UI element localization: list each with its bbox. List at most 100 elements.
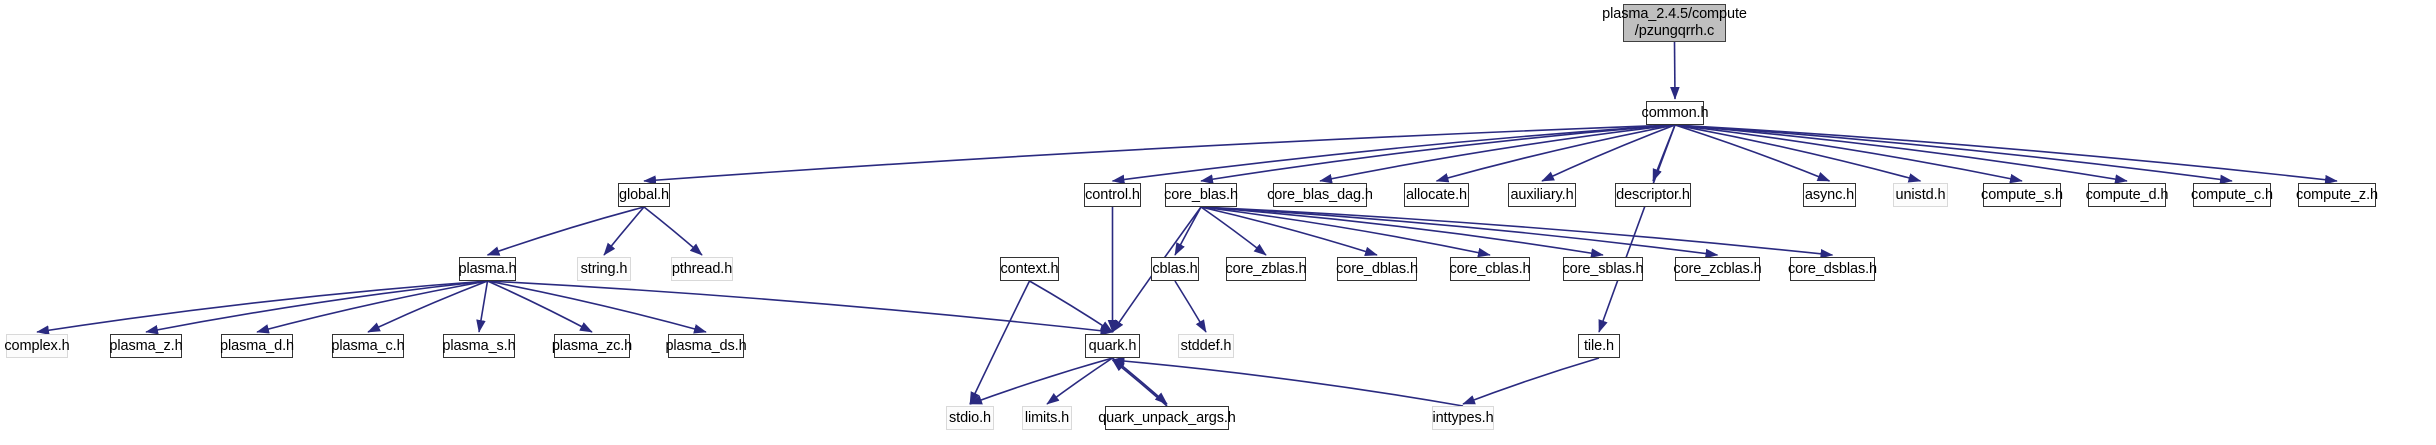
graph-node-complex[interactable]: complex.h	[4, 334, 70, 358]
graph-node-label: pthread.h	[671, 260, 733, 277]
graph-node-label: global.h	[619, 186, 669, 203]
graph-edge	[643, 124, 1676, 185]
graph-node-compute_d[interactable]: compute_d.h	[2085, 183, 2169, 207]
graph-node-common[interactable]: common.h	[1642, 101, 1709, 125]
graph-node-limits[interactable]: limits.h	[1022, 406, 1072, 430]
graph-edge	[1200, 206, 1604, 258]
graph-edge	[486, 206, 645, 256]
graph-edge	[1111, 359, 1168, 407]
graph-node-compute_s[interactable]: compute_s.h	[1981, 183, 2063, 207]
graph-node-label: quark_unpack_args.h	[1098, 409, 1236, 426]
graph-edge	[603, 206, 645, 256]
graph-node-plasma_s[interactable]: plasma_s.h	[442, 334, 516, 358]
graph-node-label: descriptor.h	[1616, 186, 1690, 203]
graph-node-plasma_c[interactable]: plasma_c.h	[331, 334, 405, 358]
graph-node-cblas[interactable]: cblas.h	[1151, 257, 1199, 281]
graph-node-label: plasma_z.h	[109, 337, 183, 354]
graph-node-label: core_zcblas.h	[1673, 260, 1762, 277]
graph-node-core_zcblas[interactable]: core_zcblas.h	[1673, 257, 1762, 281]
graph-edge	[1200, 206, 1834, 259]
graph-node-label: plasma_s.h	[442, 337, 516, 354]
graph-node-plasma_d[interactable]: plasma_d.h	[220, 334, 294, 358]
graph-node-core_blas[interactable]: core_blas.h	[1164, 183, 1238, 207]
graph-node-pthread[interactable]: pthread.h	[671, 257, 733, 281]
graph-node-root[interactable]: plasma_2.4.5/compute /pzungqrrh.c	[1602, 4, 1747, 42]
graph-edge	[1200, 206, 1267, 256]
graph-node-label: limits.h	[1024, 409, 1070, 426]
graph-edge	[256, 280, 488, 334]
graph-node-label: plasma_zc.h	[551, 337, 633, 354]
graph-node-label: core_sblas.h	[1562, 260, 1644, 277]
graph-node-label: plasma_ds.h	[665, 337, 747, 354]
graph-node-label: plasma_2.4.5/compute /pzungqrrh.c	[1602, 6, 1747, 39]
graph-edge	[1174, 206, 1202, 256]
graph-edge	[1174, 280, 1207, 333]
graph-edge	[1674, 124, 2233, 185]
graph-edge	[1200, 124, 1676, 184]
graph-node-label: compute_d.h	[2085, 186, 2169, 203]
graph-node-plasma_ds[interactable]: plasma_ds.h	[665, 334, 747, 358]
graph-edge	[1462, 357, 1600, 405]
graph-edge	[487, 280, 707, 334]
graph-node-label: plasma.h	[458, 260, 517, 277]
graph-node-label: tile.h	[1583, 337, 1615, 354]
graph-node-plasma_zc[interactable]: plasma_zc.h	[551, 334, 633, 358]
graph-edge	[1652, 124, 1676, 182]
graph-node-label: auxiliary.h	[1510, 186, 1574, 203]
graph-node-inttypes[interactable]: inttypes.h	[1432, 406, 1494, 430]
graph-edge	[1598, 124, 1676, 333]
graph-node-label: core_blas_dag.h	[1267, 186, 1373, 203]
graph-node-label: compute_z.h	[2296, 186, 2378, 203]
graph-node-label: core_zblas.h	[1225, 260, 1307, 277]
graph-edge	[1674, 124, 2338, 185]
graph-node-stdio[interactable]: stdio.h	[946, 406, 994, 430]
graph-edge	[487, 280, 1114, 336]
graph-edge	[1111, 124, 1676, 185]
graph-node-label: async.h	[1804, 186, 1855, 203]
graph-node-quark_n[interactable]: quark.h	[1085, 334, 1140, 358]
graph-node-plasma[interactable]: plasma.h	[458, 257, 517, 281]
graph-node-label: common.h	[1641, 104, 1709, 121]
graph-edge	[1111, 357, 1168, 405]
graph-node-core_blas_dag[interactable]: core_blas_dag.h	[1267, 183, 1373, 207]
graph-node-string[interactable]: string.h	[577, 257, 631, 281]
graph-edge	[643, 206, 703, 256]
graph-node-stddef[interactable]: stddef.h	[1178, 334, 1234, 358]
graph-edge	[1674, 124, 1922, 183]
graph-edge	[1674, 124, 2023, 184]
graph-node-tile[interactable]: tile.h	[1578, 334, 1620, 358]
graph-node-auxiliary[interactable]: auxiliary.h	[1508, 183, 1576, 207]
graph-edge	[1029, 280, 1114, 333]
graph-edge	[36, 280, 488, 335]
graph-edge	[1670, 41, 1680, 100]
graph-node-context[interactable]: context.h	[1000, 257, 1059, 281]
graph-node-async[interactable]: async.h	[1803, 183, 1856, 207]
graph-node-descriptor[interactable]: descriptor.h	[1615, 183, 1691, 207]
graph-node-label: plasma_d.h	[220, 337, 294, 354]
graph-node-core_sblas[interactable]: core_sblas.h	[1562, 257, 1644, 281]
graph-node-control[interactable]: control.h	[1084, 183, 1141, 207]
graph-node-core_zblas[interactable]: core_zblas.h	[1225, 257, 1307, 281]
graph-node-global[interactable]: global.h	[618, 183, 670, 207]
graph-edge	[1674, 124, 2128, 184]
graph-node-label: core_dblas.h	[1336, 260, 1418, 277]
graph-edge	[476, 280, 489, 333]
graph-node-label: core_cblas.h	[1449, 260, 1531, 277]
graph-node-label: compute_c.h	[2191, 186, 2273, 203]
graph-node-core_dblas[interactable]: core_dblas.h	[1336, 257, 1418, 281]
graph-node-label: stddef.h	[1180, 337, 1232, 354]
graph-edge	[1200, 206, 1491, 258]
graph-node-quark_unpack[interactable]: quark_unpack_args.h	[1098, 406, 1236, 430]
graph-node-compute_c[interactable]: compute_c.h	[2191, 183, 2273, 207]
graph-node-allocate[interactable]: allocate.h	[1404, 183, 1469, 207]
graph-edge	[487, 280, 593, 333]
graph-edge	[367, 280, 488, 333]
graph-node-unistd[interactable]: unistd.h	[1893, 183, 1948, 207]
graph-node-plasma_z[interactable]: plasma_z.h	[109, 334, 183, 358]
graph-node-label: unistd.h	[1895, 186, 1946, 203]
graph-node-core_cblas[interactable]: core_cblas.h	[1449, 257, 1531, 281]
graph-node-core_dsblas[interactable]: core_dsblas.h	[1788, 257, 1877, 281]
graph-node-compute_z[interactable]: compute_z.h	[2296, 183, 2378, 207]
